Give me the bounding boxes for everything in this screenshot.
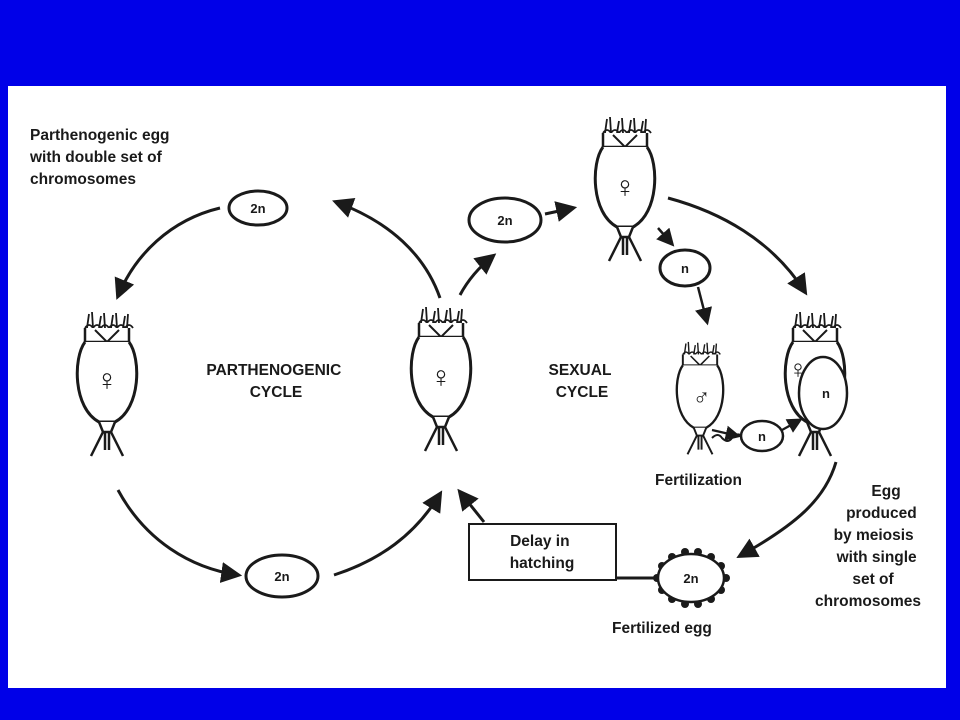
fertilized-egg-label: 2n (683, 571, 698, 586)
egg-2n-bottom-label: 2n (274, 569, 289, 584)
female-symbol-left: ♀ (96, 364, 119, 397)
female-symbol-middle: ♀ (430, 361, 453, 394)
arrow-top-female-to-haploid-egg (656, 227, 675, 247)
egg-n-sperm: n (739, 419, 785, 453)
parthenogenic-egg-note: Parthenogenic egg with double set of chr… (29, 127, 174, 188)
egg-meiosis-note: Egg produced by meiosis with single set … (815, 483, 921, 610)
parthenogenic-cycle: 2n 2n ♀ ♀ Parthenog (29, 127, 473, 599)
female-rotifer-top: ♀ (593, 115, 657, 263)
sexual-cycle: 2n ♀ n ♂ (457, 115, 921, 637)
female-symbol-top: ♀ (614, 171, 637, 204)
arrow-sperm-egg-to-female (781, 418, 803, 433)
fertilized-egg: 2n (653, 548, 730, 608)
arrow-top-female-to-right-female (667, 196, 808, 296)
arrow-egg-to-left (114, 206, 221, 300)
female-rotifer-left: ♀ (75, 310, 139, 458)
egg-n-inside-female-label: n (822, 386, 830, 401)
egg-2n-top-label: 2n (250, 201, 265, 216)
parthenogenic-cycle-label: PARTHENOGENIC CYCLE (206, 362, 345, 401)
egg-n-inside-female: n (797, 355, 849, 431)
arrow-middle-to-top-egg (332, 197, 442, 299)
egg-n-sperm-label: n (758, 429, 766, 444)
arrow-male-to-sperm-egg (711, 425, 742, 441)
delay-in-hatching-label: Delay in hatching (510, 533, 575, 572)
egg-2n-top: 2n (227, 189, 289, 227)
male-rotifer: ♂ (675, 340, 725, 456)
fertilization-label: Fertilization (655, 472, 742, 489)
egg-2n-sexual-label: 2n (497, 213, 512, 228)
arrow-right-female-to-fertilized-egg (736, 461, 838, 559)
arrow-middle-to-sexual-egg (458, 253, 497, 296)
egg-2n-bottom: 2n (244, 553, 320, 599)
arrow-bottom-egg-to-middle (333, 490, 443, 577)
egg-n-haploid: n (658, 248, 712, 288)
arrow-delay-to-middle-female (457, 488, 486, 523)
male-symbol: ♂ (693, 383, 711, 409)
egg-n-haploid-label: n (681, 261, 689, 276)
fertilized-egg-caption: Fertilized egg (612, 620, 712, 637)
delay-in-hatching-box: Delay in hatching (468, 523, 617, 581)
arrow-haploid-egg-to-male (695, 286, 712, 326)
sexual-cycle-label: SEXUAL CYCLE (549, 362, 616, 401)
arrow-egg-to-top-female (544, 201, 578, 222)
arrow-left-to-bottom-egg (116, 489, 243, 583)
female-rotifer-middle: ♀ (409, 305, 473, 453)
egg-2n-sexual: 2n (467, 196, 543, 244)
